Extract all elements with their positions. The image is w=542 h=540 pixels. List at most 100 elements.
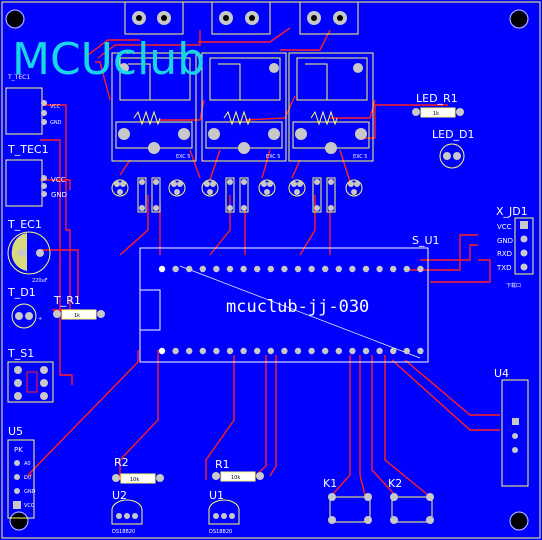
mcu-pin	[294, 265, 302, 273]
mcu-pin	[376, 347, 383, 355]
mcu-pin	[240, 347, 247, 355]
label-r2: R2	[114, 456, 129, 469]
mcu-pin	[281, 265, 288, 273]
driver-group-1	[111, 177, 186, 213]
mcu-pin	[172, 347, 179, 355]
pin-u5-vcc: VCC	[24, 503, 35, 509]
value-r1: 10k	[231, 475, 240, 481]
pin-u5-pk: PK	[14, 446, 23, 454]
pin-x-txd: TXD	[496, 264, 511, 272]
mcu-top-pins	[158, 265, 424, 273]
relay-3: EXC 5	[288, 52, 374, 162]
mcu-pin	[281, 347, 288, 355]
mcu-pin	[158, 265, 166, 273]
value-u1: DS18B20	[209, 529, 232, 535]
header-x-jd1	[514, 217, 534, 275]
driver-group-2	[201, 177, 276, 213]
label-k1: K1	[323, 477, 337, 490]
mcu-pin	[417, 347, 424, 355]
driver-group-3	[288, 177, 363, 213]
button-k1	[328, 493, 372, 524]
label-t-d1: T_D1	[7, 286, 36, 299]
pin-vcc-2: VCC	[51, 176, 66, 184]
label-x-jd1: X_JD1	[496, 205, 528, 218]
label-led-r1: LED_R1	[416, 92, 458, 105]
label-t-tec1-small: T_TEC1	[7, 74, 30, 81]
mcu-pin	[172, 265, 179, 273]
diode-t-d1: +	[11, 303, 42, 329]
pin-x-rxd: RXD	[497, 250, 512, 258]
mcu-pin	[213, 265, 220, 273]
mcu-pin	[349, 265, 356, 273]
resistor-r2	[112, 473, 164, 484]
mcu-pin	[226, 347, 234, 355]
label-t-ec1: T_EC1	[7, 218, 42, 231]
mcu-pin	[308, 347, 315, 355]
value-ec1: 220uF	[32, 278, 48, 284]
resistor-led-r1	[412, 107, 464, 118]
pin-gnd-2: GND	[51, 191, 67, 199]
terminal-block-3	[299, 1, 359, 35]
terminal-block-2	[211, 1, 271, 35]
mcu-pin	[403, 347, 410, 355]
value-u2: DS18B20	[112, 529, 135, 535]
pin-u5-a0: A0	[24, 461, 31, 467]
pin-x-gnd: GND	[497, 237, 513, 245]
sensor-u2	[111, 499, 143, 525]
mounting-hole-bottom-right	[509, 511, 529, 531]
value-x-jd1-sub: 下载口	[506, 282, 521, 289]
mcu-pin	[186, 347, 193, 355]
copper-traces	[24, 27, 500, 496]
mcu-pin	[390, 347, 397, 355]
mcu-pin	[362, 265, 370, 273]
pin-gnd-1: GND	[50, 120, 62, 126]
pin-x-vcc: VCC	[497, 223, 512, 231]
label-r1: R1	[215, 458, 230, 471]
pin-u5-d0: D0	[24, 475, 31, 481]
terminal-block-1	[124, 1, 184, 35]
mcu-pin	[335, 265, 342, 273]
resistor-t-r1	[53, 309, 105, 320]
mcu-pin	[158, 347, 166, 355]
label-u5: U5	[8, 425, 23, 438]
label-u1: U1	[209, 489, 224, 502]
svg-text:+: +	[38, 316, 42, 322]
mcu-pin	[199, 347, 206, 355]
mcu-pin	[254, 347, 261, 355]
mcu-pin	[267, 347, 274, 355]
connector-u5	[7, 439, 35, 519]
mcu-pin	[403, 265, 410, 273]
mcu-pin	[322, 347, 329, 355]
pin-u5-gnd: GND	[24, 489, 36, 495]
mcu-label: mcuclub-jj-030	[226, 297, 369, 317]
label-u4: U4	[494, 367, 509, 380]
capacitor-ec1	[7, 231, 51, 275]
label-t-tec1: T_TEC1	[7, 143, 49, 156]
label-led-d1: LED_D1	[432, 128, 475, 141]
mcu-pin	[186, 265, 193, 273]
mcu-pin	[335, 347, 342, 355]
mcu-pin	[294, 347, 302, 355]
t-tec1-module	[5, 87, 47, 135]
t-tec1-b-module	[5, 159, 47, 207]
mcu-pin	[240, 265, 247, 273]
mcu-pin	[322, 265, 329, 273]
mcu-module	[139, 247, 429, 363]
relay-2: EXC 5	[201, 52, 287, 162]
mcu-pin	[199, 265, 206, 273]
mounting-hole-top-left	[5, 9, 25, 29]
sensor-u1	[208, 499, 240, 525]
mcu-pin	[254, 265, 261, 273]
mcu-pin	[390, 265, 397, 273]
value-r2: 10k	[130, 477, 139, 483]
svg-text:EXC 5: EXC 5	[353, 154, 367, 160]
mcu-pin	[362, 347, 370, 355]
mcu-pin	[376, 265, 383, 273]
mounting-hole-top-right	[509, 9, 529, 29]
svg-text:EXC 5: EXC 5	[176, 154, 190, 160]
resistor-r1	[212, 471, 264, 482]
label-t-r1: T_R1	[53, 294, 81, 307]
